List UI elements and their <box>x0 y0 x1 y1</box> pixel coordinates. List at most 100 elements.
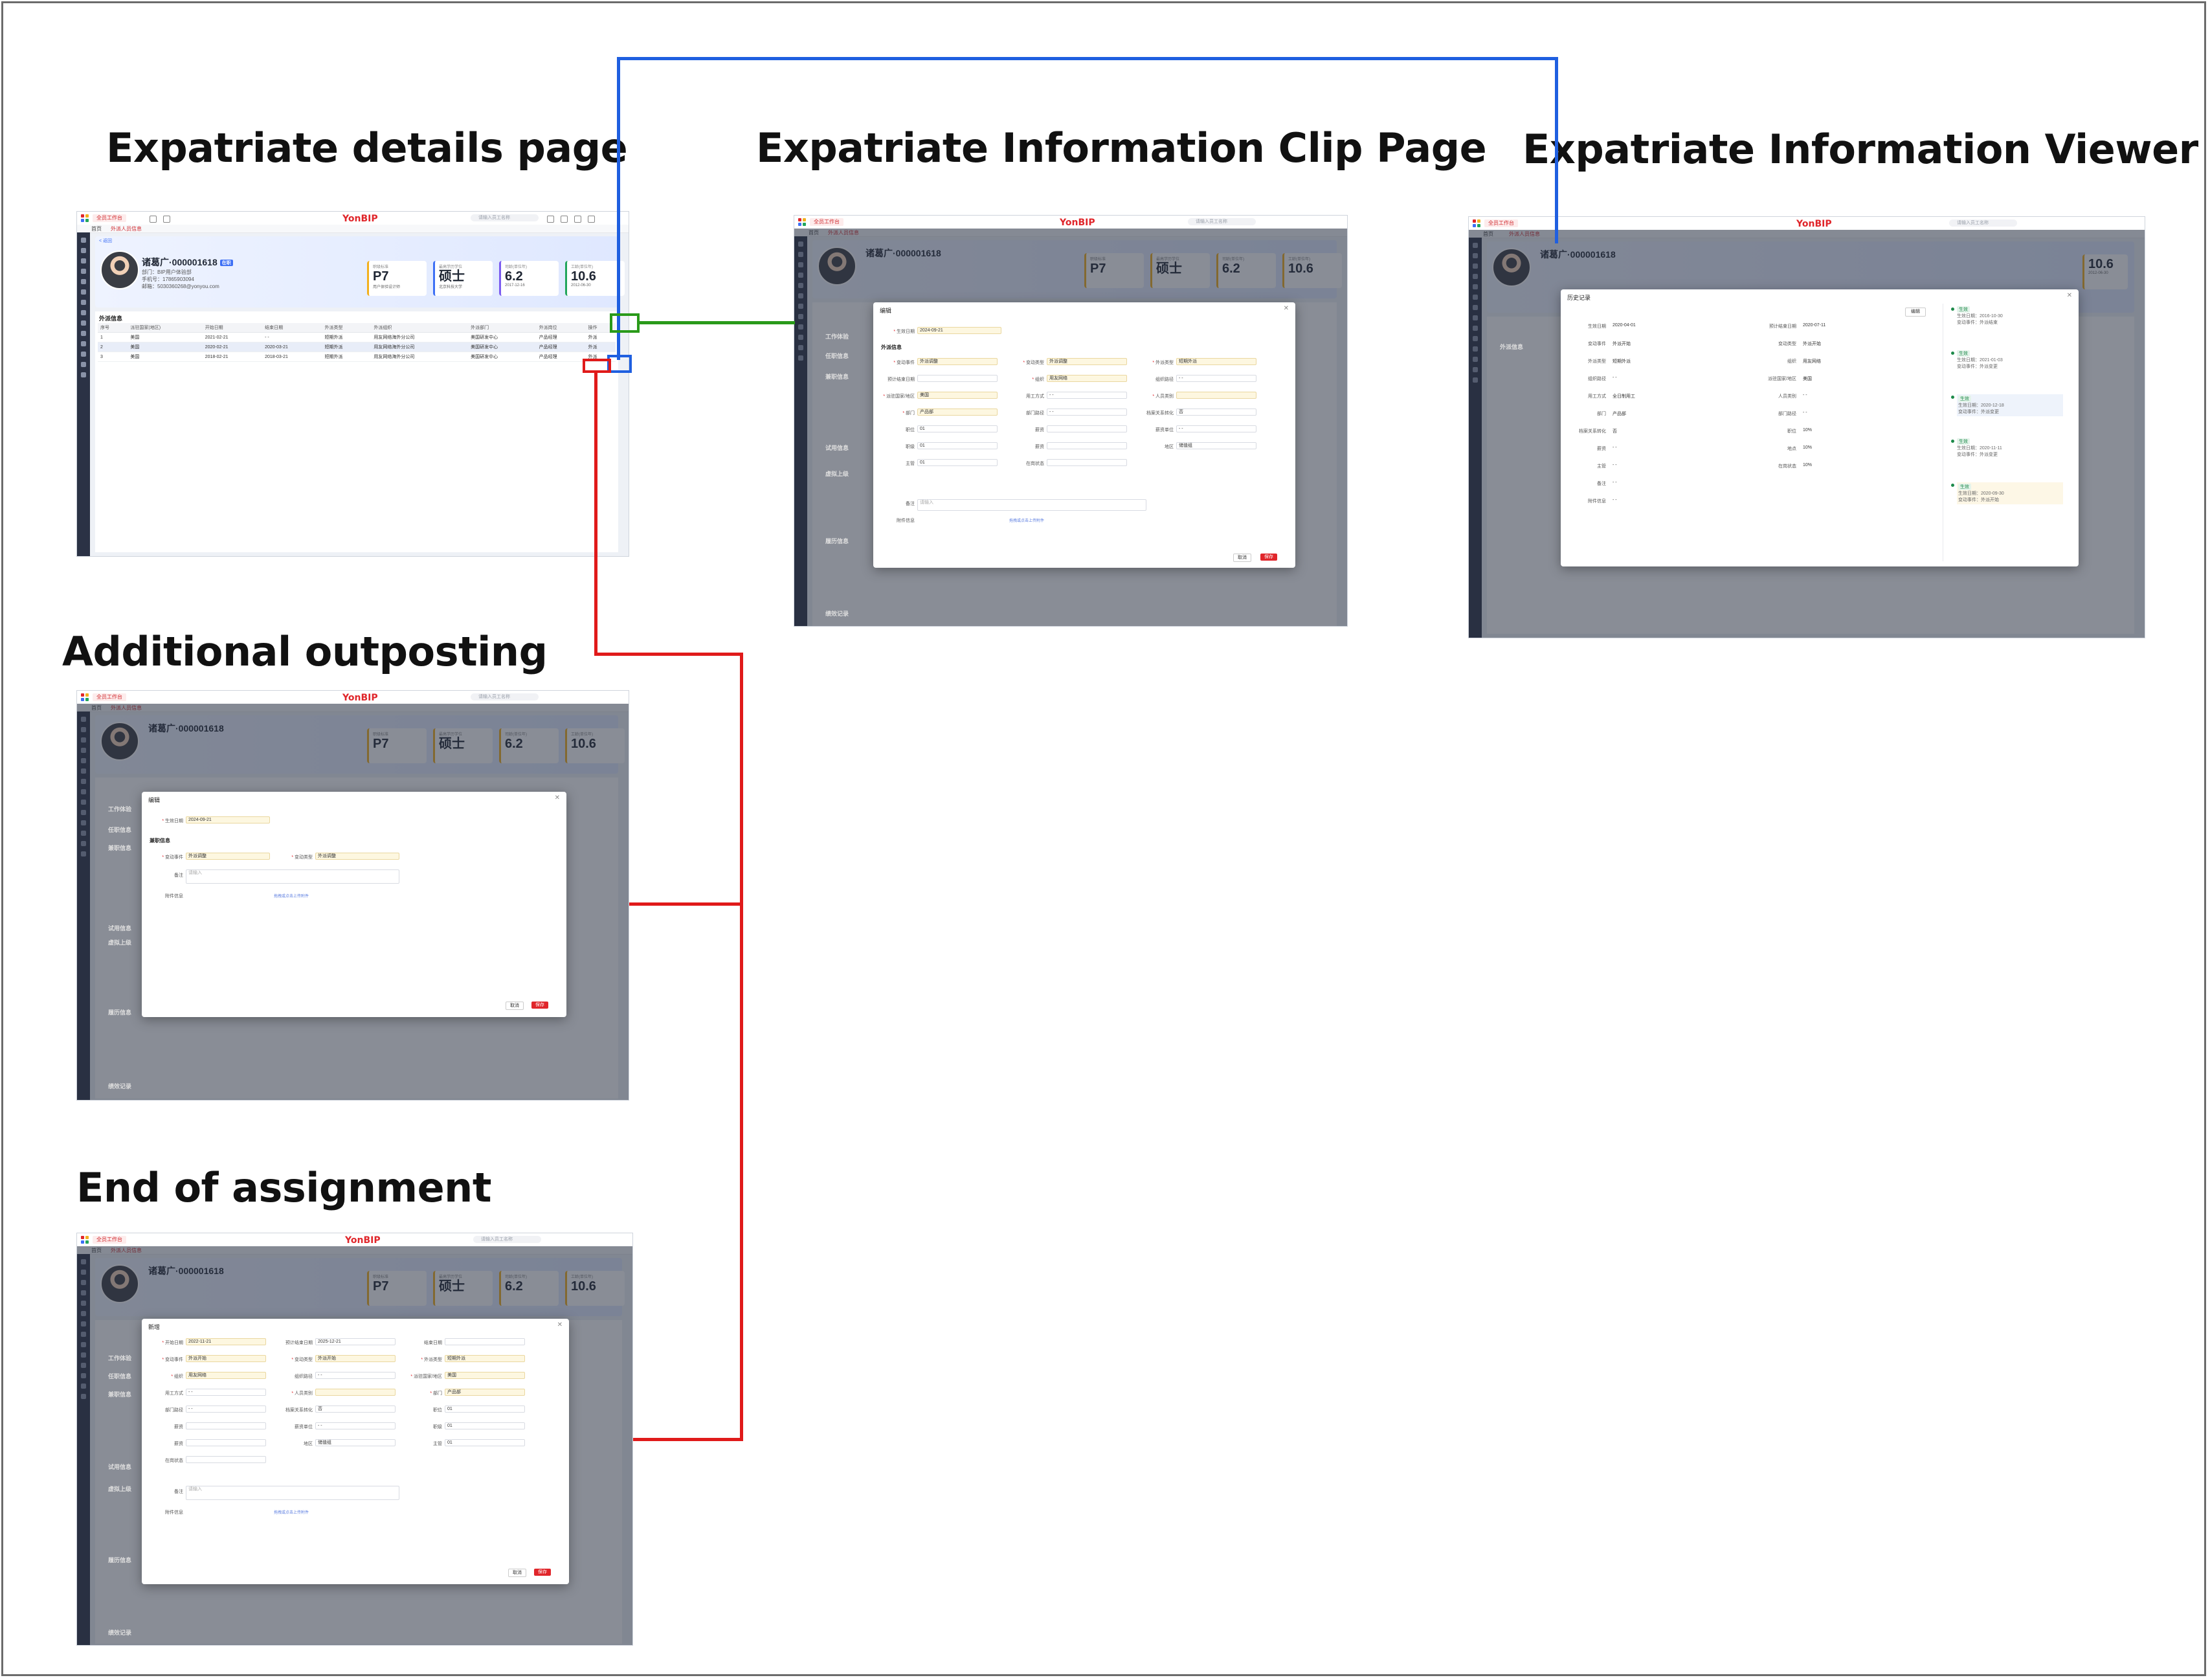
field-input[interactable]: 2025-12-21 <box>315 1338 396 1345</box>
field-input[interactable]: 产品部 <box>917 409 998 416</box>
folder-icon[interactable] <box>163 216 170 223</box>
app-grid-icon[interactable] <box>1473 219 1480 227</box>
field-input[interactable] <box>1047 425 1127 432</box>
home-crumb[interactable]: 首页 <box>91 226 102 232</box>
refresh-icon[interactable] <box>574 216 581 223</box>
event-select[interactable]: 外派调整 <box>186 853 270 860</box>
back-link[interactable]: < 返回 <box>99 239 113 243</box>
field-input[interactable]: - - <box>186 1406 266 1413</box>
upload-link[interactable]: 拖拽或点击上传附件 <box>274 895 309 899</box>
cancel-button[interactable]: 取消 <box>1233 554 1251 562</box>
cancel-button[interactable]: 取消 <box>508 1569 526 1577</box>
field-input[interactable]: 美国 <box>445 1372 525 1379</box>
field-input[interactable]: - - <box>1047 392 1127 399</box>
field-input[interactable] <box>1047 459 1127 466</box>
field-input[interactable]: - - <box>1176 375 1256 382</box>
field-input[interactable]: 否 <box>1176 409 1256 416</box>
save-button[interactable]: 保存 <box>534 1569 551 1576</box>
close-icon[interactable]: ✕ <box>2066 292 2072 299</box>
calendar-icon[interactable] <box>588 216 595 223</box>
workbench-tab[interactable]: 全员工作台 <box>1484 219 1518 227</box>
field-input[interactable] <box>1176 392 1256 399</box>
field-input[interactable]: 外派调整 <box>917 358 998 365</box>
field-input[interactable] <box>186 1456 266 1463</box>
upload-link[interactable]: 拖拽或点击上传附件 <box>274 1511 309 1515</box>
field-input[interactable]: 外派调整 <box>1047 358 1127 365</box>
app-grid-icon[interactable] <box>81 1236 89 1244</box>
field-input[interactable]: - - <box>1176 425 1256 432</box>
search-input[interactable]: 请输入员工名称 <box>471 693 539 700</box>
workbench-tab[interactable]: 全员工作台 <box>810 218 843 226</box>
app-grid-icon[interactable] <box>81 693 89 701</box>
help-icon[interactable] <box>547 216 554 223</box>
field-input[interactable]: 01 <box>445 1406 525 1413</box>
field-input[interactable]: 外派开始 <box>315 1355 396 1362</box>
field-input[interactable]: 01 <box>917 442 998 449</box>
field-input[interactable]: 短期外派 <box>1176 358 1256 365</box>
table-header-cell: 操作 <box>585 323 616 333</box>
message-icon[interactable] <box>150 216 157 223</box>
page-crumb[interactable]: 外派人员信息 <box>111 226 142 232</box>
search-input[interactable]: 请输入员工名称 <box>471 214 539 221</box>
workbench-tab[interactable]: 全员工作台 <box>93 693 126 701</box>
field-input[interactable]: - - <box>315 1422 396 1429</box>
app-grid-icon[interactable] <box>798 218 806 226</box>
field-input[interactable]: 短期外派 <box>445 1355 525 1362</box>
field-input[interactable]: 外派开始 <box>186 1355 266 1362</box>
field-input[interactable]: 否 <box>315 1406 396 1413</box>
type-select[interactable]: 外派调整 <box>315 853 399 860</box>
close-icon[interactable]: ✕ <box>1283 305 1289 312</box>
search-input[interactable]: 请输入员工名称 <box>1188 218 1256 225</box>
field-input[interactable]: 2022-11-21 <box>186 1338 266 1345</box>
field-input[interactable] <box>186 1439 266 1446</box>
save-button[interactable]: 保存 <box>1260 554 1277 561</box>
field-input[interactable]: 产品部 <box>445 1389 525 1396</box>
search-input[interactable]: 请输入员工名称 <box>1949 219 2017 227</box>
table-cell[interactable]: 外派 <box>585 332 616 342</box>
field-input[interactable]: 01 <box>917 425 998 432</box>
field-input[interactable]: 储值组 <box>315 1439 396 1446</box>
field-input[interactable]: 美国 <box>917 392 998 399</box>
share-icon[interactable] <box>561 216 568 223</box>
field-input[interactable]: 用友网络 <box>186 1372 266 1379</box>
cancel-button[interactable]: 取消 <box>506 1002 524 1010</box>
field-input[interactable] <box>917 375 998 382</box>
field-input[interactable] <box>1047 442 1127 449</box>
remark-input[interactable]: 请输入 <box>186 869 399 884</box>
field-input[interactable]: 01 <box>917 459 998 466</box>
field-input[interactable]: 储值组 <box>1176 442 1256 449</box>
field-input[interactable] <box>315 1389 396 1396</box>
field-input[interactable] <box>445 1338 525 1345</box>
effective-date-input[interactable]: 2024-09-21 <box>917 327 1001 334</box>
close-icon[interactable]: ✕ <box>554 794 560 801</box>
effective-date-input[interactable]: 2024-09-21 <box>186 816 270 823</box>
app-grid-icon[interactable] <box>81 214 89 222</box>
field-input[interactable]: - - <box>315 1372 396 1379</box>
field-input[interactable]: 01 <box>445 1439 525 1446</box>
field-input[interactable] <box>186 1422 266 1429</box>
remark-input[interactable]: 请输入 <box>186 1486 399 1500</box>
field-input[interactable]: - - <box>1047 409 1127 416</box>
field-input[interactable]: 用友网络 <box>1047 375 1127 382</box>
save-button[interactable]: 保存 <box>531 1002 548 1009</box>
detail-value: 产品部 <box>1613 412 1626 416</box>
edit-button[interactable]: 编辑 <box>1905 308 1926 317</box>
upload-link[interactable]: 拖拽或点击上传附件 <box>1009 519 1045 523</box>
field-input[interactable]: - - <box>186 1389 266 1396</box>
attach-label: 附件信息 <box>165 894 183 899</box>
remark-input[interactable]: 请输入 <box>917 499 1146 511</box>
table-cell[interactable]: 外派 <box>585 342 616 352</box>
close-icon[interactable]: ✕ <box>557 1321 563 1328</box>
search-input[interactable]: 请输入员工名称 <box>473 1236 541 1243</box>
workbench-tab[interactable]: 全员工作台 <box>93 1236 126 1244</box>
workbench-tab[interactable]: 全员工作台 <box>93 214 126 222</box>
field-input[interactable]: 01 <box>445 1422 525 1429</box>
